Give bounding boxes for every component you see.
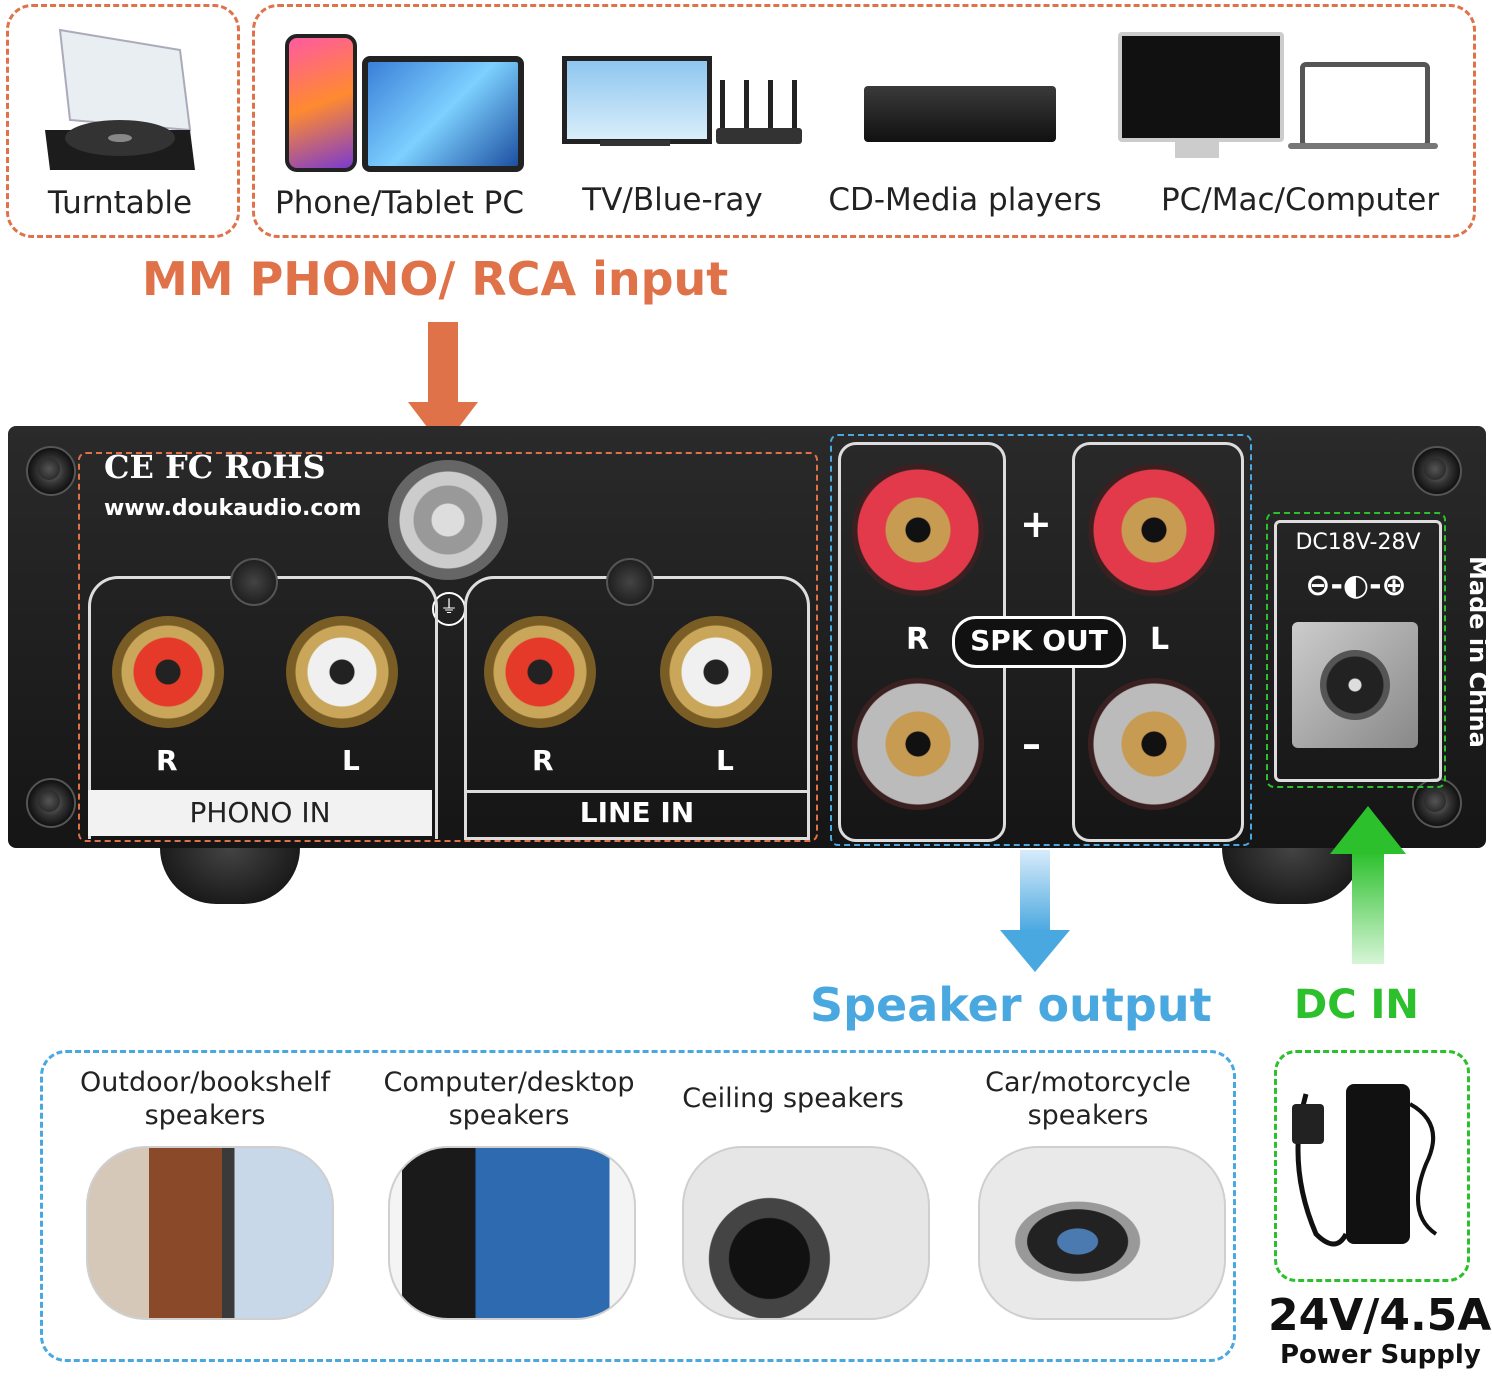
input-arrow-shaft [428,322,458,404]
speaker-section-highlight [830,434,1252,846]
dc-arrow-head [1330,806,1406,854]
speaker-post-r-minus[interactable] [852,678,984,810]
phono-jack-r[interactable] [112,616,224,728]
spk-r-label: R [906,622,930,657]
power-supply-box [1274,1050,1470,1282]
certification-logos: CE FC RoHS [104,448,326,486]
dc-frame [1274,520,1442,782]
tv-stand [600,140,670,146]
phono-l-label: L [342,744,360,777]
line-in-label: LINE IN [579,796,695,829]
turntable-image [40,20,200,180]
desktop-speaker-image [388,1146,636,1320]
spk-l-label: L [1150,622,1170,657]
speaker-post-l-plus[interactable] [1088,464,1220,596]
dc-polarity-icon: ⊖-◐-⊕ [1305,568,1407,603]
cd-label: CD-Media players [828,182,1102,218]
dc-jack[interactable] [1292,622,1418,748]
screw-top-left [26,446,76,496]
pc-label: PC/Mac/Computer [1160,182,1440,218]
ground-terminal [388,460,508,580]
devices-source-box [252,4,1476,238]
phono-in-label: PHONO IN [189,796,331,829]
router-image [716,80,802,146]
dc-arrow-shaft [1352,852,1384,964]
line-l-label: L [716,744,734,777]
laptop-image [1300,62,1430,148]
car-label: Car/motorcycle speakers [960,1066,1216,1132]
speaker-types-box [40,1050,1236,1362]
line-jack-r[interactable] [484,616,596,728]
speaker-arrow-shaft [1020,850,1050,932]
made-in-label: Made in China [1464,556,1492,748]
tv-image [562,56,712,144]
spk-out-label: SPK OUT [970,624,1108,657]
turntable-source-box [6,4,240,238]
phone-tablet-label: Phone/Tablet PC [275,185,524,221]
speaker-post-r-plus[interactable] [852,464,984,596]
website-text: www.doukaudio.com [104,496,362,521]
car-label-line1: Car/motorcycle [985,1067,1191,1098]
tv-label: TV/Blue-ray [582,182,763,218]
turntable-label: Turntable [47,185,193,221]
car-label-line2: speakers [1027,1100,1149,1131]
phono-screw [230,558,278,606]
power-supply-label: Power Supply [1280,1340,1481,1370]
line-jack-l[interactable] [660,616,772,728]
car-speaker-image [978,1146,1226,1320]
input-section-highlight [78,452,818,842]
speaker-post-l-minus[interactable] [1088,678,1220,810]
ceiling-speaker-image [682,1146,930,1320]
line-in-divider [464,790,810,793]
power-rating: 24V/4.5A [1268,1290,1492,1341]
input-title: MM PHONO/ RCA input [142,252,729,306]
screw-bottom-left [26,778,76,828]
screw-top-right [1412,446,1462,496]
outdoor-label-line2: speakers [144,1100,266,1131]
dc-rating-label: DC18V-28V [1295,530,1421,555]
outdoor-label: Outdoor/bookshelf speakers [60,1066,350,1132]
outdoor-label-line1: Outdoor/bookshelf [80,1067,330,1098]
spk-out-badge [952,616,1126,668]
laptop-base [1288,143,1438,149]
foot-right [1222,848,1362,904]
phono-in-plate [88,790,432,836]
phono-jack-l[interactable] [286,616,398,728]
speaker-arrow-head [1000,930,1070,972]
computer-label-line1: Computer/desktop [383,1067,635,1098]
dc-section-highlight [1266,512,1446,788]
phone-image [285,34,357,172]
ceiling-label: Ceiling speakers [682,1083,904,1114]
power-adapter-image [1286,1064,1452,1260]
computer-label: Computer/desktop speakers [364,1066,654,1132]
monitor-stand [1175,140,1219,158]
plus-label: + [1020,502,1052,546]
minus-label: – [1022,722,1041,766]
monitor-image [1118,32,1284,142]
amplifier-back-panel: CE FC RoHS www.doukaudio.com ⏚ R L PHONO… [8,426,1492,848]
line-r-label: R [532,744,554,777]
computer-label-line2: speakers [448,1100,570,1131]
tablet-image [362,56,524,172]
cd-player-image [864,86,1056,142]
line-screw [606,558,654,606]
speaker-output-title: Speaker output [810,978,1212,1032]
dc-in-title: DC IN [1294,982,1419,1028]
phono-r-label: R [156,744,178,777]
bookshelf-speaker-image [86,1146,334,1320]
foot-left [160,848,300,904]
